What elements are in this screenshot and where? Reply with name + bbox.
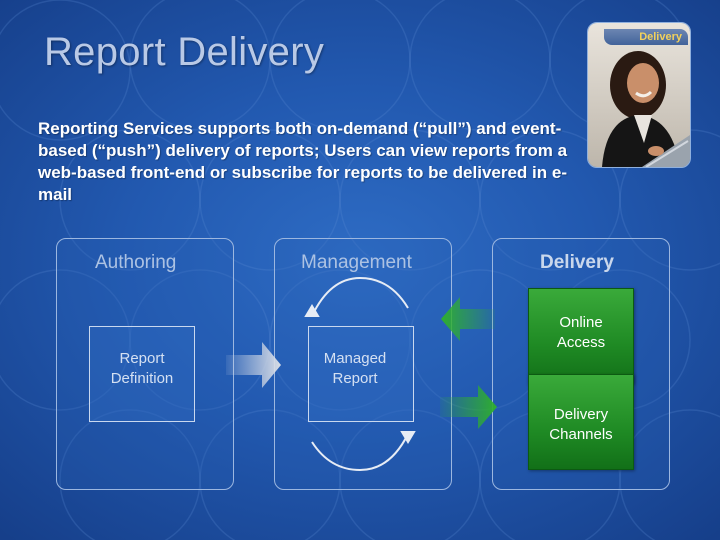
delivery-photo: Delivery <box>587 22 691 168</box>
delivery-channels-arrow <box>440 385 497 429</box>
delivery-channels-box: Delivery Channels <box>528 374 634 470</box>
report-definition-doc: Report Definition <box>89 326 195 422</box>
managed-report-doc: Managed Report <box>308 326 414 422</box>
managed-report-line-2: Report <box>332 370 378 387</box>
delivery-channels-line-2: Channels <box>549 426 613 443</box>
online-access-line-1: Online <box>559 314 603 331</box>
cycle-arrows-icon <box>304 276 416 472</box>
online-access-line-2: Access <box>556 334 606 351</box>
delivery-channels-line-1: Delivery <box>553 406 609 423</box>
authoring-heading: Authoring <box>95 252 177 273</box>
management-heading: Management <box>301 252 412 273</box>
slide-title: Report Delivery <box>44 30 325 74</box>
report-definition-line-2: Definition <box>110 370 174 387</box>
authoring-to-management-arrow <box>226 342 281 388</box>
woman-at-laptop-image <box>588 23 690 167</box>
online-access-arrow <box>441 297 495 341</box>
photo-caption: Delivery <box>604 29 688 45</box>
authoring-panel <box>56 238 234 490</box>
delivery-heading: Delivery <box>540 252 614 273</box>
management-panel <box>274 238 452 490</box>
body-paragraph: Reporting Services supports both on-dema… <box>38 119 568 204</box>
managed-report-line-1: Managed <box>323 350 387 367</box>
report-definition-line-1: Report <box>119 350 165 367</box>
online-access-box: Online Access <box>528 288 634 384</box>
